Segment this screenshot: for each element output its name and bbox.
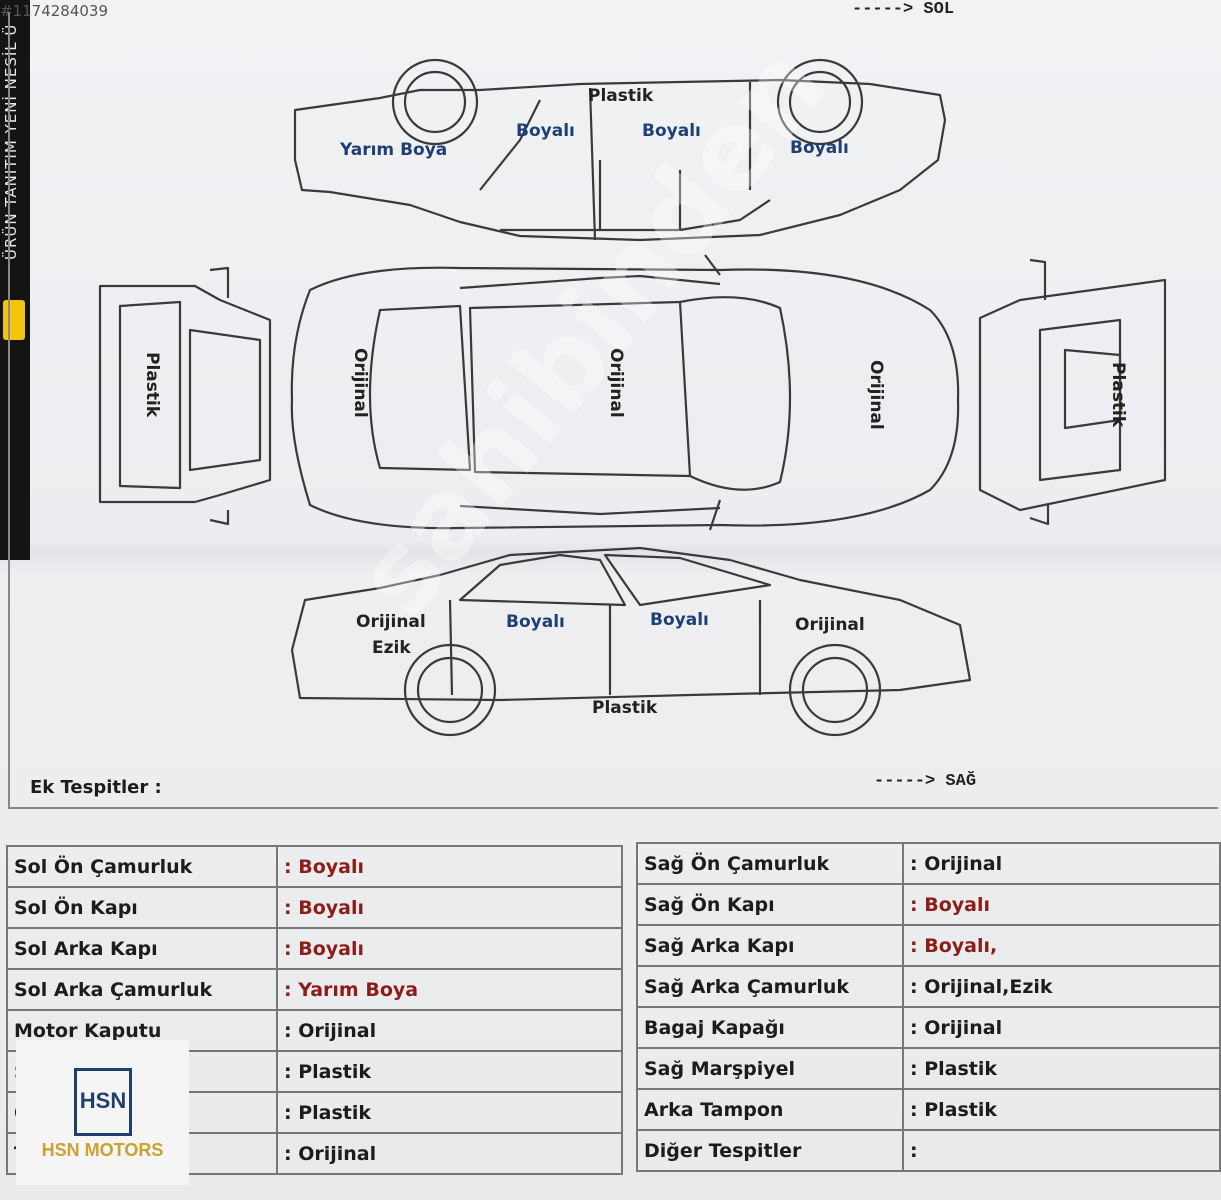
table-row: Sol Ön Çamurluk: Boyalı — [6, 845, 623, 888]
label-bottom-rear-door: Boyalı — [506, 612, 565, 632]
wheel-top-left — [391, 58, 479, 146]
wheel-bottom-right — [788, 643, 882, 737]
table-row: Sağ Ön Kapı: Boyalı — [636, 883, 1221, 926]
label-hood: Orijinal — [866, 360, 886, 430]
label-roof: Orijinal — [606, 348, 626, 418]
logo-mark: HSN — [74, 1068, 132, 1136]
part-name: Sol Ön Çamurluk — [6, 845, 278, 888]
direction-right-label: -----> SAĞ — [874, 772, 977, 791]
car-roof-view — [290, 254, 960, 531]
part-name: Sağ Arka Kapı — [636, 924, 904, 967]
table-row: Sol Arka Çamurluk: Yarım Boya — [6, 968, 623, 1011]
table-row: Sağ Arka Çamurluk: Orijinal,Ezik — [636, 965, 1221, 1008]
car-damage-diagram — [98, 58, 1167, 737]
part-name: Sağ Ön Çamurluk — [636, 842, 904, 885]
part-name: Sağ Marşpiyel — [636, 1047, 904, 1090]
label-top-rear-door: Boyalı — [516, 121, 575, 141]
listing-id: #1174284039 — [0, 2, 109, 20]
table-row: Sağ Ön Çamurluk: Orijinal — [636, 842, 1221, 885]
label-bottom-front-door: Boyalı — [650, 610, 709, 630]
part-name: Bagaj Kapağı — [636, 1006, 904, 1049]
table-row: Sol Arka Kapı: Boyalı — [6, 927, 623, 970]
diagram-frame — [8, 12, 1218, 809]
part-value: : Plastik — [276, 1091, 623, 1134]
table-row: Arka Tampon: Plastik — [636, 1088, 1221, 1131]
part-value: : Boyalı — [902, 883, 1221, 926]
booklet-spine: ÜRÜN TANITIM YENİ NESİL Ü — [0, 0, 30, 560]
extra-findings-label: Ek Tespitler : — [30, 777, 162, 798]
part-name: Arka Tampon — [636, 1088, 904, 1131]
table-row: Motor Kaputu: Orijinal — [6, 1009, 623, 1052]
part-value: : Orijinal — [276, 1132, 623, 1175]
part-name: Sağ Arka Çamurluk — [636, 965, 904, 1008]
table-row: Diğer Tespitler: — [636, 1129, 1221, 1172]
label-rear-bumper: Plastik — [1108, 362, 1128, 428]
label-top-front-fender: Boyalı — [790, 138, 849, 158]
table-row: Sol Ön Kapı: Boyalı — [6, 886, 623, 929]
part-value: : — [902, 1129, 1221, 1172]
label-front-bumper: Plastik — [142, 352, 162, 418]
car-right-side-view — [290, 546, 972, 702]
part-value: : Orijinal — [902, 842, 1221, 885]
car-front-view — [98, 266, 272, 526]
part-name: Sağ Ön Kapı — [636, 883, 904, 926]
part-value: : Boyalı — [276, 845, 623, 888]
part-value: : Plastik — [902, 1047, 1221, 1090]
part-value: : Boyalı — [276, 886, 623, 929]
table-row: Sağ Arka Kapı: Boyalı, — [636, 924, 1221, 967]
part-value: : Orijinal — [902, 1006, 1221, 1049]
part-value: : Orijinal — [276, 1009, 623, 1052]
label-bottom-rocker: Plastik — [592, 698, 658, 718]
label-top-roof-edge: Plastik — [588, 86, 654, 106]
part-value: : Orijinal,Ezik — [902, 965, 1221, 1008]
label-trunk: Orijinal — [350, 348, 370, 418]
label-bottom-dent: Ezik — [372, 638, 411, 658]
part-name: Sol Arka Çamurluk — [6, 968, 278, 1011]
label-bottom-rear-quarter: Orijinal — [356, 612, 426, 632]
right-parts-table: Sağ Ön Çamurluk: Orijinal Sağ Ön Kapı: B… — [636, 842, 1221, 1172]
label-top-front-door: Boyalı — [642, 121, 701, 141]
part-value: : Plastik — [902, 1088, 1221, 1131]
label-bottom-front-fender: Orijinal — [795, 615, 865, 635]
part-value: : Boyalı — [276, 927, 623, 970]
label-top-rear-quarter: Yarım Boya — [340, 140, 448, 160]
part-name: Diğer Tespitler — [636, 1129, 904, 1172]
logo-name: HSN MOTORS — [41, 1140, 164, 1160]
car-rear-view — [978, 258, 1167, 526]
part-value: : Yarım Boya — [276, 968, 623, 1011]
part-name: Sol Arka Kapı — [6, 927, 278, 970]
part-value: : Boyalı, — [902, 924, 1221, 967]
car-left-side-view — [293, 78, 947, 242]
direction-left-label: -----> SOL — [852, 0, 955, 19]
part-value: : Plastik — [276, 1050, 623, 1093]
dealer-logo: HSN HSN MOTORS — [16, 1040, 189, 1185]
wheel-top-right — [776, 58, 864, 146]
table-row: Sağ Marşpiyel: Plastik — [636, 1047, 1221, 1090]
part-name: Sol Ön Kapı — [6, 886, 278, 929]
wheel-bottom-left — [403, 643, 497, 737]
table-row: Bagaj Kapağı: Orijinal — [636, 1006, 1221, 1049]
